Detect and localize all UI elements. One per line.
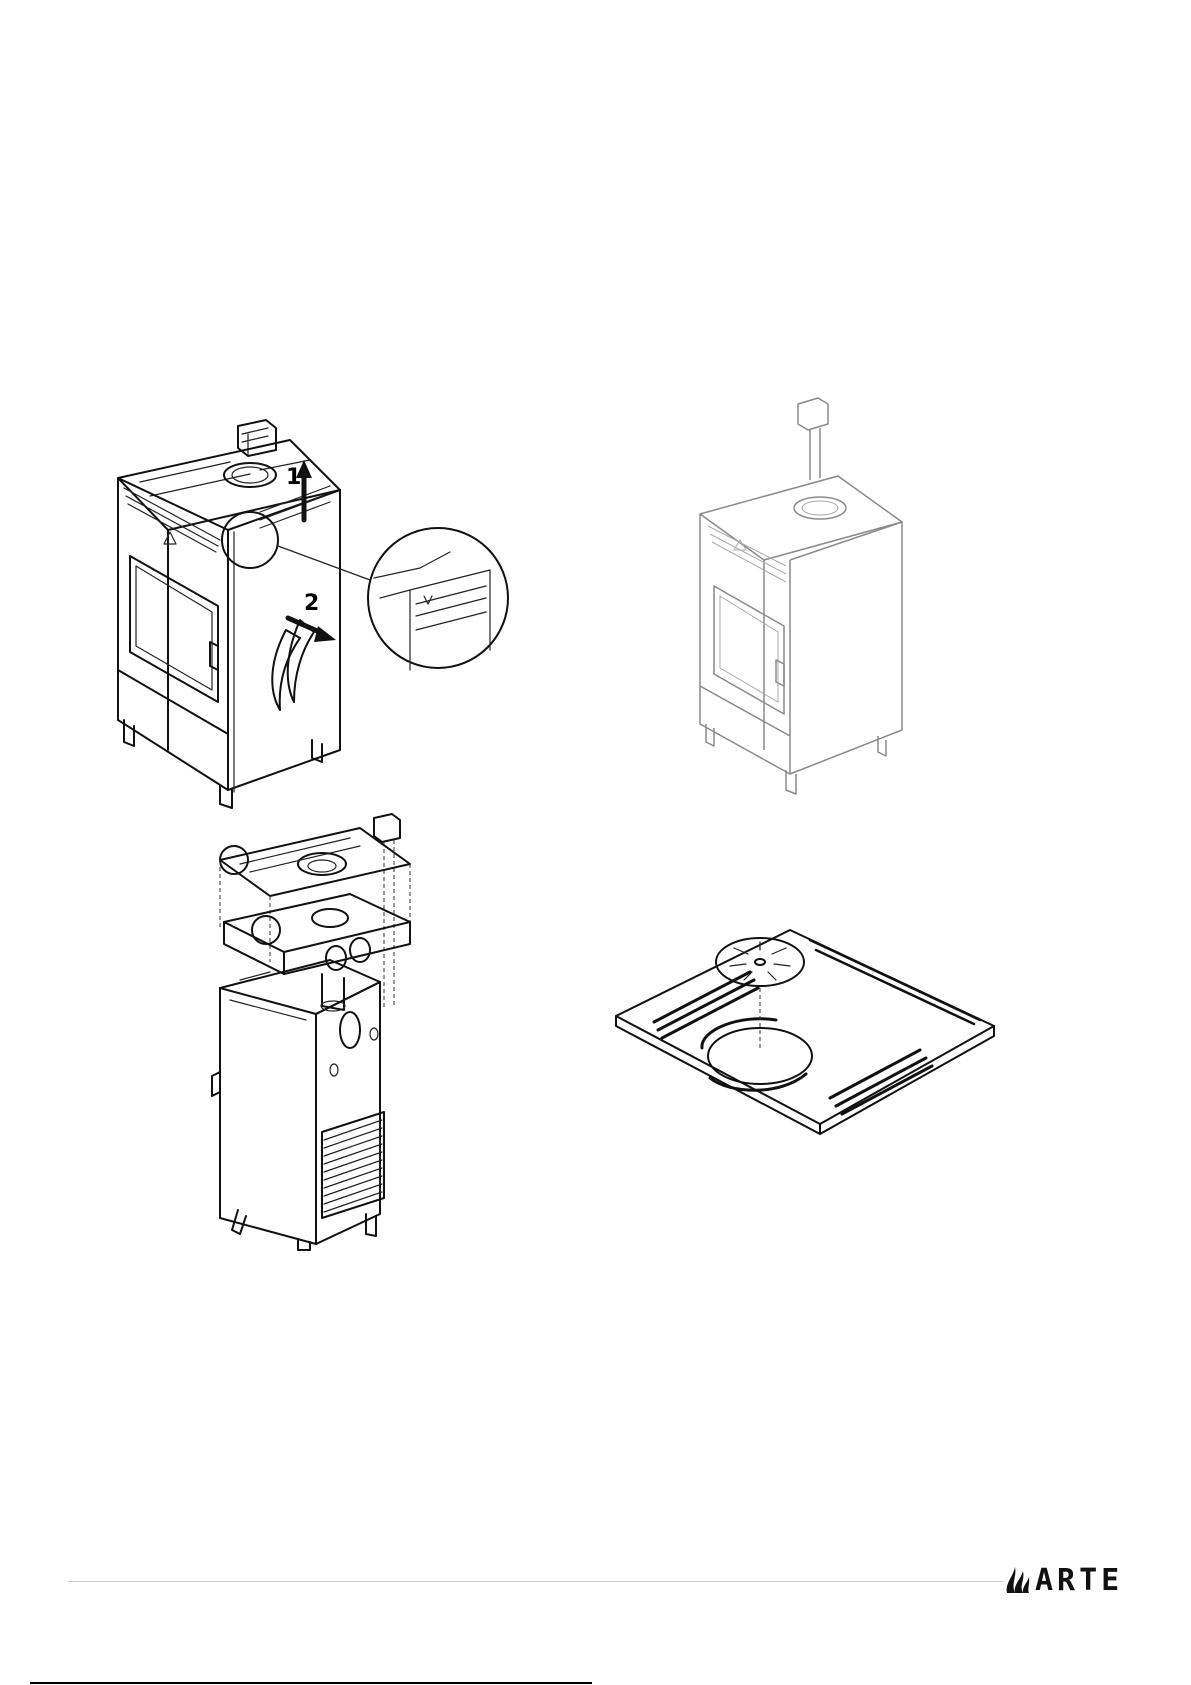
- figure-exploded-view: [210, 810, 440, 1250]
- brand-logo: ARTE: [1005, 1560, 1135, 1600]
- step-1-label: 1: [286, 465, 301, 490]
- footer-rule: [68, 1581, 1003, 1582]
- flame-icon: [1005, 1565, 1031, 1595]
- brand-name: ARTE: [1035, 1563, 1123, 1598]
- step-2-label: 2: [304, 591, 319, 616]
- figure-lid-removal: 1 2: [110, 420, 550, 860]
- figure-top-plate: [610, 910, 1010, 1140]
- figure-stove-assembled: [690, 390, 950, 810]
- bottom-rule: [30, 1682, 592, 1684]
